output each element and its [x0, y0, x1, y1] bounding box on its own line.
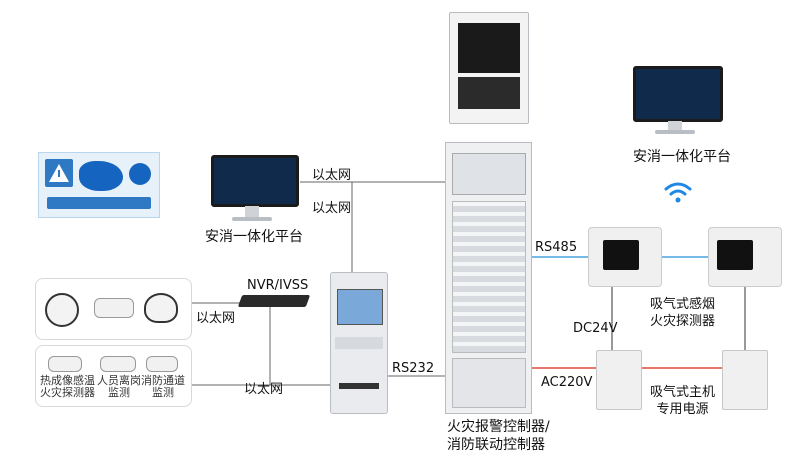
thermal-camera-icon	[48, 356, 82, 372]
map-shape	[79, 161, 123, 191]
ethernet-label-top: 以太网	[312, 168, 352, 183]
fire-controller-cabinet	[445, 142, 532, 414]
aspirating-detector-2	[708, 227, 782, 287]
cam-thermal-label: 热成像感温 火灾探测器	[40, 374, 95, 399]
ethernet-label-cams1: 以太网	[196, 311, 236, 326]
dome-camera-icon-2	[144, 293, 178, 323]
psu-1	[596, 350, 642, 410]
cam-person-label: 人员离岗 监测	[97, 374, 141, 399]
fire-panel-top	[449, 12, 529, 124]
rs232-label: RS232	[392, 361, 435, 376]
ac220v-label: AC220V	[541, 375, 593, 390]
fire-controller-label: 火灾报警控制器/ 消防联动控制器	[447, 419, 550, 453]
aspirating-psu-label: 吸气式主机 专用电源	[650, 385, 716, 417]
dc24v-label: DC24V	[573, 321, 618, 336]
kiosk-terminal	[330, 272, 388, 414]
chart-icon	[129, 163, 151, 185]
platform-label-right: 安消一体化平台	[633, 149, 731, 165]
ethernet-label-cams2: 以太网	[244, 382, 284, 397]
cam-passage-label: 消防通道 监测	[141, 374, 185, 399]
nvr-label: NVR/IVSS	[247, 278, 309, 293]
psu-2	[722, 350, 768, 410]
wifi-icon	[664, 182, 692, 203]
camera-group-bottom	[35, 345, 192, 407]
warning-icon	[45, 159, 73, 187]
dashboard-illustration	[38, 152, 160, 218]
bullet-camera-icon	[94, 298, 134, 318]
ethernet-label-mid: 以太网	[312, 201, 352, 216]
nvr-icon	[237, 295, 311, 307]
aspirating-detector-1	[588, 227, 662, 287]
rs485-label: RS485	[535, 240, 578, 255]
passage-camera-icon	[146, 356, 178, 372]
platform-label-left: 安消一体化平台	[205, 229, 303, 245]
person-camera-icon	[100, 356, 136, 372]
aspirating-detector-label: 吸气式感烟 火灾探测器	[650, 297, 716, 329]
dome-camera-icon	[45, 293, 79, 327]
